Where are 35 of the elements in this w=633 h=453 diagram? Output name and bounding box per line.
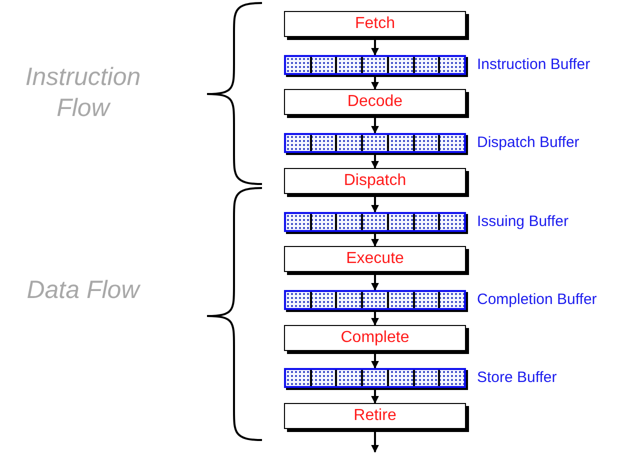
arrow bbox=[371, 40, 379, 56]
buffer-label: Instruction Buffer bbox=[477, 56, 590, 73]
stage-box bbox=[284, 11, 466, 37]
arrow bbox=[371, 155, 379, 169]
buffer-bar bbox=[284, 368, 466, 388]
buffer-label: Completion Buffer bbox=[477, 291, 597, 308]
stage-label: Complete bbox=[340, 329, 410, 347]
arrow bbox=[371, 197, 379, 213]
arrow bbox=[371, 234, 379, 247]
stage-box bbox=[284, 403, 466, 429]
buffer-bar bbox=[284, 290, 466, 310]
arrow bbox=[371, 118, 379, 134]
stage-box bbox=[284, 246, 466, 272]
buffer-bar bbox=[284, 212, 466, 232]
arrow bbox=[371, 354, 379, 369]
stage-box bbox=[284, 168, 466, 194]
arrow bbox=[371, 312, 379, 326]
arrow bbox=[371, 275, 379, 291]
flow-label: Data Flow bbox=[26, 275, 142, 306]
flow-label: Instruction Flow bbox=[24, 62, 142, 124]
arrow bbox=[371, 432, 379, 453]
buffer-bar bbox=[284, 55, 466, 75]
buffer-label: Dispatch Buffer bbox=[477, 134, 580, 151]
stage-label: Fetch bbox=[354, 15, 395, 33]
arrow bbox=[371, 77, 379, 90]
buffer-label: Issuing Buffer bbox=[477, 213, 568, 230]
stage-box bbox=[284, 325, 466, 351]
stage-label: Retire bbox=[354, 407, 396, 425]
stage-label: Decode bbox=[347, 93, 403, 111]
stage-label: Dispatch bbox=[344, 172, 406, 190]
stage-label: Execute bbox=[346, 250, 404, 268]
stage-box bbox=[284, 89, 466, 115]
buffer-bar bbox=[284, 133, 466, 153]
buffer-label: Store Buffer bbox=[477, 369, 557, 386]
arrow bbox=[371, 390, 379, 404]
